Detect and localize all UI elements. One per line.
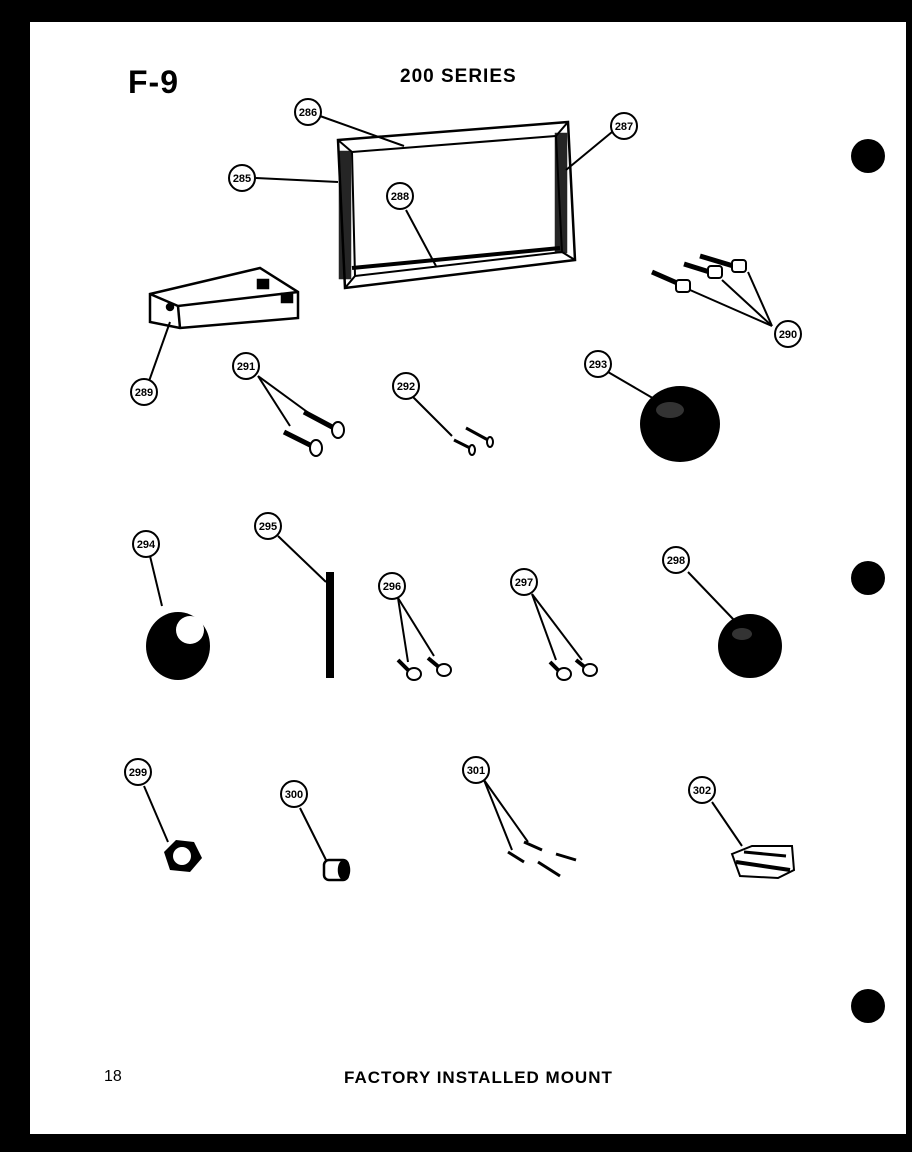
callout-286: 286	[294, 98, 322, 126]
callout-label: 298	[667, 555, 685, 567]
callout-label: 289	[135, 387, 153, 399]
page-number: 18	[104, 1068, 122, 1085]
frame-assembly-drawing	[336, 120, 577, 290]
round-plug-drawing	[718, 614, 782, 678]
callout-label: 288	[391, 191, 409, 203]
callout-285: 285	[228, 164, 256, 192]
callout-295: 295	[254, 512, 282, 540]
callout-300: 300	[280, 780, 308, 808]
callout-label: 287	[615, 121, 633, 133]
bracket-drawing	[148, 266, 300, 330]
callout-288: 288	[386, 182, 414, 210]
small-screws-drawing	[453, 426, 494, 456]
callout-298: 298	[662, 546, 690, 574]
callout-label: 302	[693, 785, 711, 797]
callout-301: 301	[462, 756, 490, 784]
binder-hole-top	[851, 139, 885, 173]
callout-293: 293	[584, 350, 612, 378]
foam-pad-drawing	[730, 845, 796, 880]
callout-290: 290	[774, 320, 802, 348]
callout-294: 294	[132, 530, 160, 558]
seal-strip-drawing	[326, 572, 334, 678]
page-caption: FACTORY INSTALLED MOUNT	[344, 1068, 613, 1087]
leader-lines	[143, 115, 773, 861]
callout-291: 291	[232, 352, 260, 380]
callout-label: 297	[515, 577, 533, 589]
screw-set-drawing	[507, 840, 577, 878]
callout-297: 297	[510, 568, 538, 596]
callout-label: 301	[467, 765, 485, 777]
series-title: 200 SERIES	[400, 66, 517, 87]
round-cap-drawing	[640, 386, 720, 462]
callout-287: 287	[610, 112, 638, 140]
callout-label: 293	[589, 359, 607, 371]
callout-299: 299	[124, 758, 152, 786]
callout-289: 289	[130, 378, 158, 406]
callout-296: 296	[378, 572, 406, 600]
callout-292: 292	[392, 372, 420, 400]
callout-label: 291	[237, 361, 255, 373]
binder-hole-bottom	[851, 989, 885, 1023]
callout-label: 300	[285, 789, 303, 801]
callout-balloons: 286 285 287 288 289 290 291 292 293 294 …	[124, 98, 802, 808]
callout-label: 295	[259, 521, 277, 533]
callout-label: 292	[397, 381, 415, 393]
callout-label: 286	[299, 107, 317, 119]
spacer-sleeve-drawing	[322, 858, 351, 882]
gasket-roll-drawing	[146, 612, 210, 680]
callout-label: 294	[137, 539, 156, 551]
parts-diagram-sheet	[30, 22, 906, 1134]
screw-pair-296-drawing	[396, 656, 452, 681]
long-screws-drawing	[282, 409, 345, 457]
bolts-drawing	[650, 253, 747, 293]
callout-302: 302	[688, 776, 716, 804]
binder-hole-middle	[851, 561, 885, 595]
callout-label: 290	[779, 329, 797, 341]
callout-label: 296	[383, 581, 401, 593]
callout-label: 299	[129, 767, 147, 779]
hex-nut-drawing	[164, 840, 202, 872]
callout-label: 285	[233, 173, 251, 185]
screw-pair-297-drawing	[548, 658, 598, 681]
figure-code: F-9	[128, 64, 179, 100]
